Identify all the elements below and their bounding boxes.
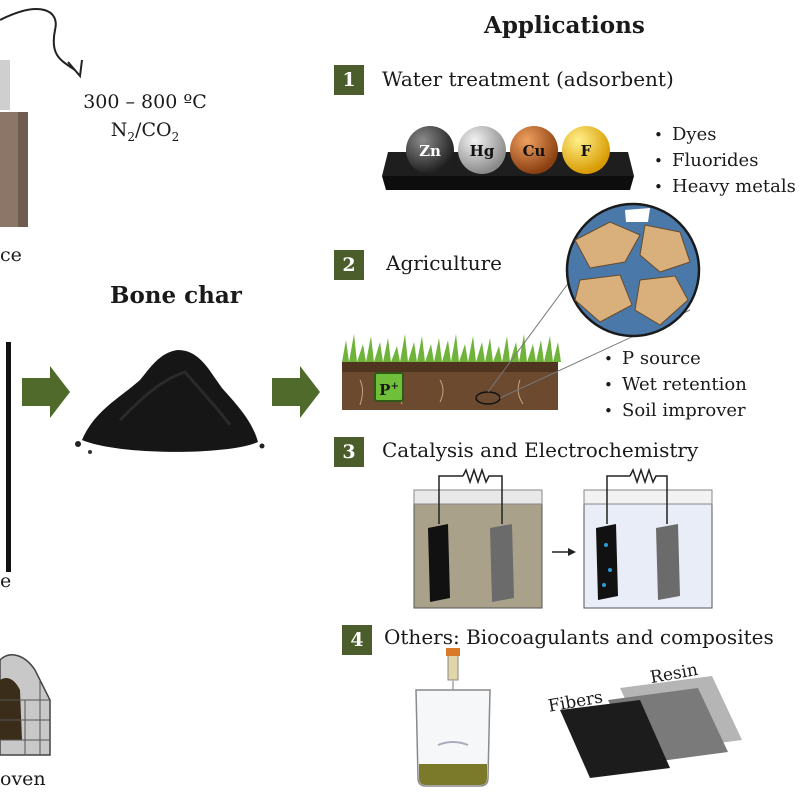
edge-label-bottom: oven — [0, 768, 46, 790]
bullet-item: Heavy metals — [654, 174, 796, 200]
sphere-cu-label: Cu — [523, 142, 546, 160]
section-2-title: Agriculture — [386, 251, 502, 275]
section-2-badge: 2 — [334, 250, 364, 280]
soil-magnified-view — [565, 202, 701, 338]
furnace-fragment — [0, 60, 28, 227]
applications-title: Applications — [484, 12, 645, 39]
sphere-cu — [510, 126, 558, 174]
bullet-item: P source — [604, 346, 747, 372]
phosphorus-tag: P+ — [374, 372, 404, 402]
bone-char-pile — [75, 350, 265, 454]
process-flow-curve — [0, 8, 76, 71]
brick-oven-fragment — [0, 654, 51, 756]
sphere-zn — [406, 126, 454, 174]
section-3-title: Catalysis and Electrochemistry — [382, 438, 699, 462]
phosphorus-tag-charge: + — [390, 381, 399, 392]
section-1-bullets: Dyes Fluorides Heavy metals — [654, 122, 796, 200]
atmosphere-sub-1: 2 — [127, 129, 136, 144]
sphere-hg-label: Hg — [470, 142, 495, 160]
atmosphere-co: /CO — [135, 119, 172, 141]
bullet-item: Fluorides — [654, 148, 796, 174]
section-2-bullets: P source Wet retention Soil improver — [604, 346, 747, 424]
pyrolysis-conditions: 300 – 800 ºC N2/CO2 — [70, 88, 220, 151]
bullet-item: Wet retention — [604, 372, 747, 398]
metal-spheres: Zn Hg Cu F — [406, 126, 610, 174]
section-1-title: Water treatment (adsorbent) — [382, 67, 674, 91]
pyrolysis-temperature: 300 – 800 ºC — [83, 91, 207, 113]
sphere-f-label: F — [581, 142, 592, 160]
process-flow-arrowhead — [67, 59, 83, 79]
electrochemical-cell-before — [413, 467, 543, 609]
bone-char-title: Bone char — [110, 282, 242, 309]
section-3-badge: 3 — [334, 437, 364, 467]
pyrolysis-atmosphere: N2/CO2 — [70, 116, 220, 151]
sphere-hg — [458, 126, 506, 174]
phosphorus-tag-label: P — [379, 381, 391, 399]
section-4-title: Others: Biocoagulants and composites — [384, 625, 774, 649]
composite-sheets — [560, 676, 742, 778]
column-edge-line — [6, 342, 11, 572]
sphere-zn-label: Zn — [419, 142, 441, 160]
edge-label-mid: e — [0, 570, 12, 592]
atmosphere-sub-2: 2 — [171, 129, 180, 144]
flow-arrow-2 — [272, 366, 320, 418]
section-1-badge: 1 — [334, 65, 364, 95]
beaker-biocoagulant — [415, 648, 491, 787]
bullet-item: Soil improver — [604, 398, 747, 424]
flow-arrow-1 — [22, 366, 70, 418]
bullet-item: Dyes — [654, 122, 796, 148]
atmosphere-n: N — [110, 119, 128, 141]
electrochemical-cell-after — [583, 467, 713, 609]
section-4-badge: 4 — [342, 625, 372, 655]
edge-label-top: ce — [0, 244, 22, 266]
sphere-f — [562, 126, 610, 174]
